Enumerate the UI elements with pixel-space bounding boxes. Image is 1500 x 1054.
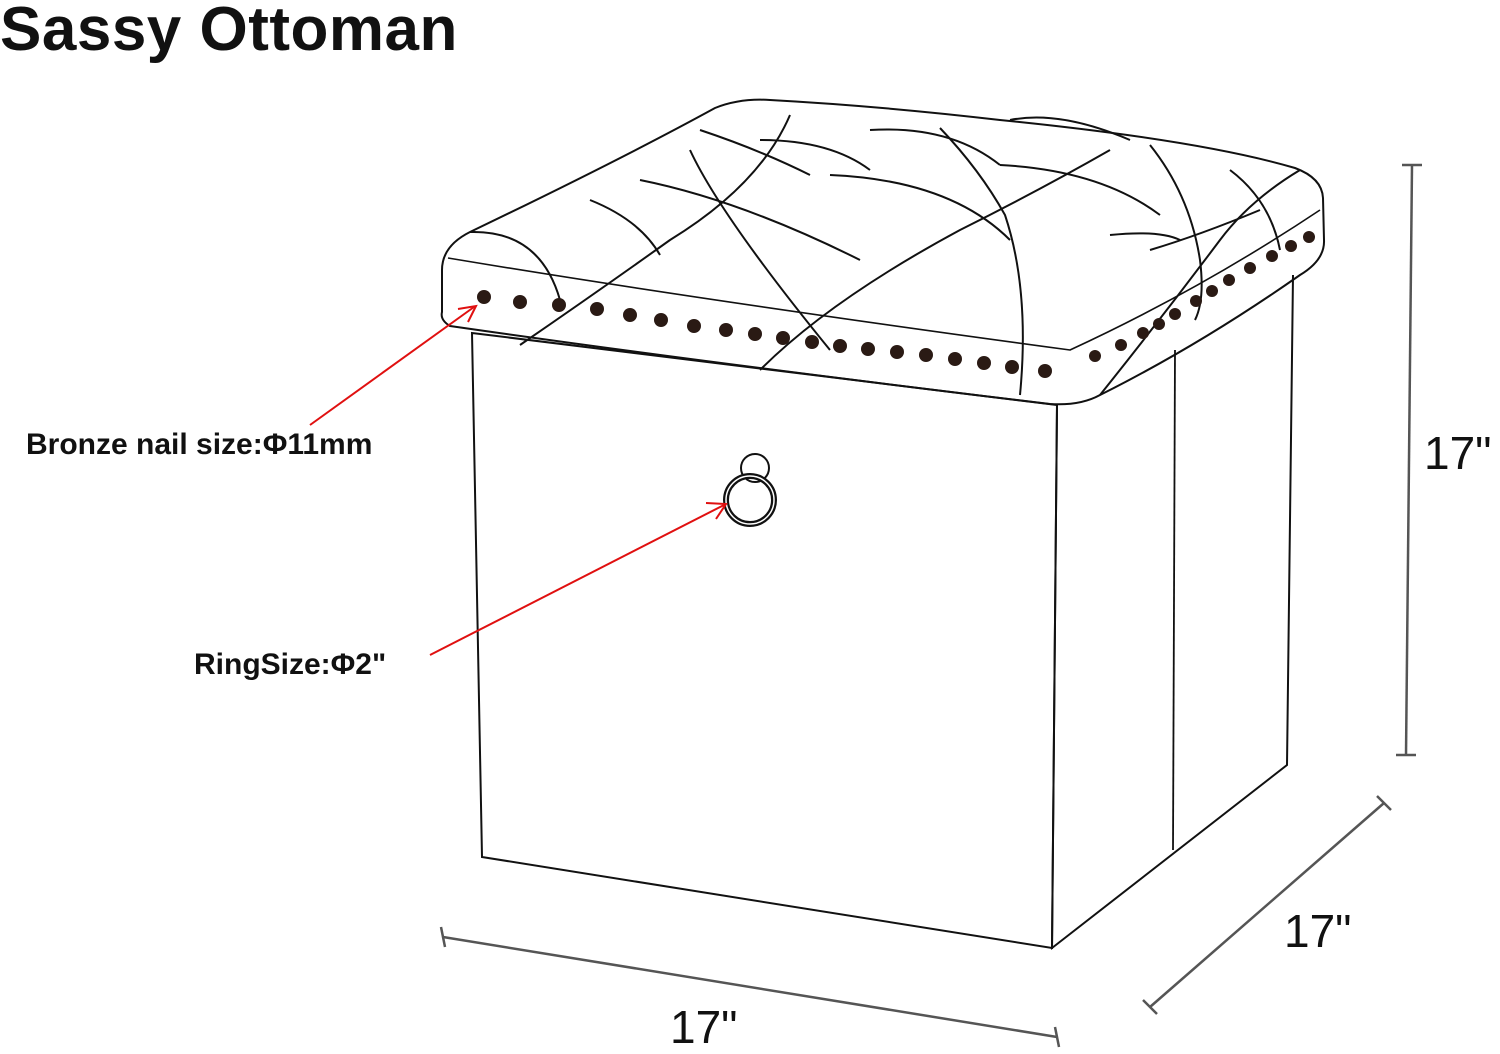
height-dimension-label: 17" — [1424, 427, 1492, 479]
depth-dimension-line — [1142, 795, 1392, 1015]
ring-pull — [723, 453, 777, 527]
ring-size-label: RingSize:Φ2" — [194, 648, 387, 681]
cushion-outline — [440, 98, 1326, 406]
nail-callout-arrow — [309, 304, 478, 426]
cushion-top-edge — [447, 209, 1321, 351]
width-dimension-label: 17" — [670, 1001, 738, 1053]
ring-callout-arrow — [429, 502, 728, 656]
bronze-nails — [477, 231, 1315, 378]
tufted-cushion — [440, 98, 1326, 406]
height-dimension-line — [1396, 163, 1422, 757]
front-panel — [470, 331, 1059, 950]
side-panel — [1050, 274, 1294, 951]
ottoman-body — [470, 274, 1294, 951]
nail-size-label: Bronze nail size:Φ11mm — [26, 428, 373, 461]
depth-dimension-label: 17" — [1284, 905, 1352, 957]
side-panel-seam — [1172, 349, 1176, 851]
width-dimension-line — [439, 926, 1061, 1048]
diagram-title: Sassy Ottoman — [0, 0, 458, 64]
